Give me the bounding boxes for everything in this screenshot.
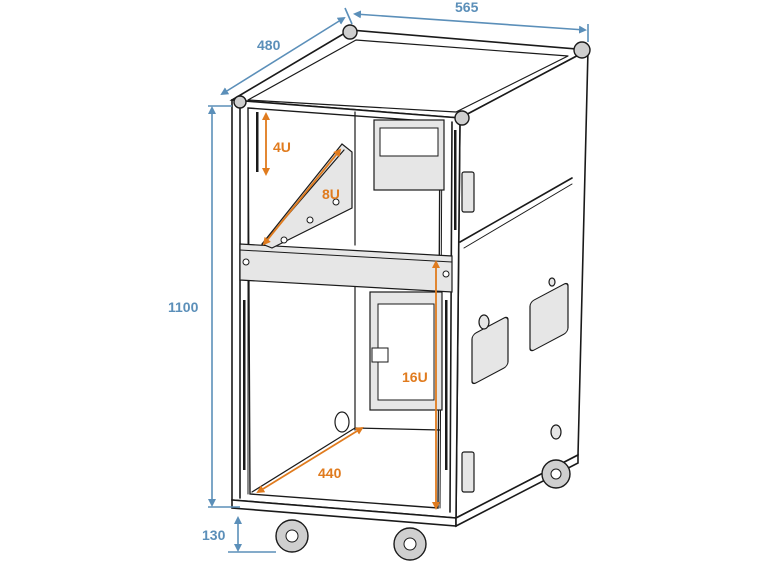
middle-shelf (239, 243, 453, 293)
depth-dimension-line (220, 16, 346, 96)
hardware (233, 24, 591, 493)
side-panel-split (459, 177, 573, 243)
right-rail-holes (445, 300, 448, 470)
side-cable-port (478, 314, 490, 330)
shelf-screw-right (442, 270, 450, 278)
width-dimension-line (353, 10, 587, 34)
mount-screw-2 (306, 216, 314, 224)
side-rivet (548, 277, 556, 287)
middle-shelf-line (239, 249, 453, 263)
wheel-front-right-hub (403, 537, 417, 551)
right-rail-outer (449, 121, 453, 513)
wheel-back-right-hub (550, 468, 562, 480)
inner-depth-line (256, 426, 364, 494)
height-label: 1100 (168, 299, 199, 315)
corner-ball-back-right (573, 41, 591, 59)
corner-ball-front-left (233, 95, 247, 109)
wheel-front-left-hub (285, 529, 299, 543)
inner-cable-port (334, 411, 350, 433)
rail-holes (243, 112, 457, 470)
rack-8u-line (262, 148, 342, 246)
case-body (229, 29, 591, 528)
side-vent (550, 424, 562, 440)
mount-screw-1 (280, 236, 288, 244)
depth-label: 480 (257, 37, 281, 53)
shelf-screw-left (242, 258, 250, 266)
inner-depth-label: 440 (318, 465, 342, 481)
rack-8u-label: 8U (322, 186, 340, 202)
width-label: 565 (455, 0, 479, 15)
corner-tick (344, 7, 353, 25)
left-rail-holes (243, 300, 246, 470)
right-top-rail-holes (454, 130, 457, 230)
dimension-lines (208, 7, 589, 553)
corner-ball-front-right (454, 110, 470, 126)
rack-16u-label: 16U (402, 369, 428, 385)
castor-wheels (275, 459, 571, 561)
latch-upper (461, 171, 475, 213)
rack-4u-label: 4U (273, 139, 291, 155)
rack-unit-lines (256, 112, 440, 510)
back-panel-latch (371, 347, 389, 363)
corner-ball-back-left (342, 24, 358, 40)
wheel-height-label: 130 (202, 527, 226, 543)
side-panel-split-inner (463, 183, 573, 249)
side-handle-left (471, 316, 509, 385)
top-rail-holes (256, 112, 259, 172)
back-panel-top-window (379, 127, 439, 157)
side-handle-right (529, 282, 569, 352)
latch-lower (461, 451, 475, 493)
